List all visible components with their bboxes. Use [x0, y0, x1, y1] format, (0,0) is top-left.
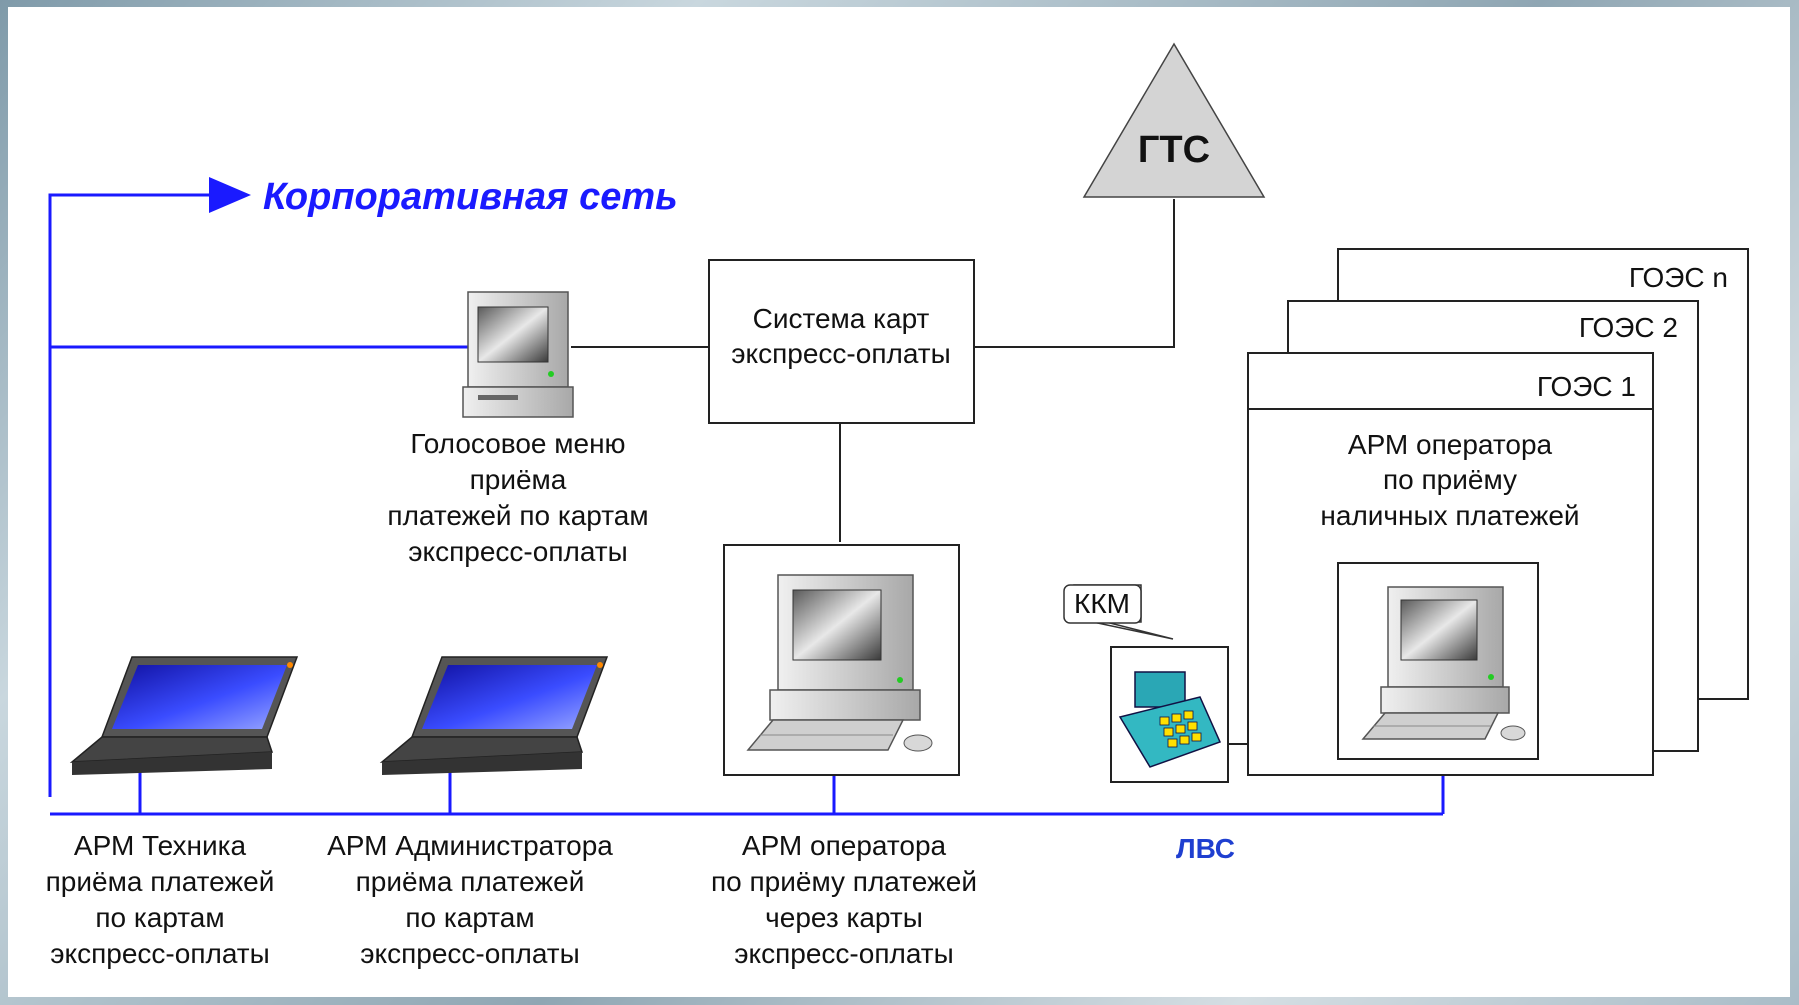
admin-laptop-icon [379, 656, 609, 775]
goes-stack: ГОЭС n ГОЭС 2 ГОЭС 1 АРМ оператора по пр… [1247, 248, 1749, 776]
technician-laptop-icon [69, 656, 299, 775]
gts-node: ГТС [1082, 42, 1266, 198]
admin-line-4: экспресс-оплаты [360, 938, 579, 969]
lan-label: ЛВС [1176, 833, 1235, 864]
card-operator-label: АРМ оператора по приёму платежей через к… [711, 830, 977, 969]
goes-2-label: ГОЭС 2 [1579, 312, 1678, 343]
lan-bus: ЛВС [50, 759, 1445, 864]
admin-line-3: по картам [405, 902, 534, 933]
goes-1-label: ГОЭС 1 [1537, 371, 1636, 402]
corporate-network-lines: Корпоративная сеть [48, 176, 678, 797]
voice-menu-line-2: приёма [470, 464, 567, 495]
voice-menu-label: Голосовое меню приёма платежей по картам… [387, 428, 648, 567]
card-operator-box [723, 544, 960, 776]
kkm-label: ККМ [1074, 588, 1130, 619]
cash-operator-line-1: АРМ оператора [1348, 429, 1553, 460]
technician-line-1: АРМ Техника [74, 830, 247, 861]
kkm-node: ККМ [1063, 584, 1229, 783]
technician-line-4: экспресс-оплаты [50, 938, 269, 969]
admin-label: АРМ Администратора приёма платежей по ка… [327, 830, 613, 969]
desktop-computer-icon [746, 574, 933, 752]
card-operator-line-4: экспресс-оплаты [734, 938, 953, 969]
diagram-canvas: Корпоративная сеть ЛВС ГТС Система карт … [8, 7, 1790, 997]
card-operator-line-3: через карты [765, 902, 923, 933]
card-system-line-2: экспресс-оплаты [731, 338, 950, 369]
cash-operator-line-3: наличных платежей [1320, 500, 1579, 531]
card-operator-line-1: АРМ оператора [742, 830, 947, 861]
goes-n-label: ГОЭС n [1629, 262, 1728, 293]
admin-line-2: приёма платежей [356, 866, 585, 897]
cash-register-icon [1118, 671, 1222, 768]
cash-operator-line-2: по приёму [1383, 464, 1517, 495]
technician-label: АРМ Техника приёма платежей по картам эк… [46, 830, 275, 969]
technician-line-3: по картам [95, 902, 224, 933]
voice-menu-line-1: Голосовое меню [410, 428, 625, 459]
voice-menu-line-4: экспресс-оплаты [408, 536, 627, 567]
gts-label: ГТС [1138, 129, 1210, 171]
card-system-line-1: Система карт [753, 303, 930, 334]
technician-line-2: приёма платежей [46, 866, 275, 897]
card-system-box: Система карт экспресс-оплаты [708, 259, 975, 424]
card-operator-line-2: по приёму платежей [711, 866, 977, 897]
admin-line-1: АРМ Администратора [327, 830, 613, 861]
network-diagram: Корпоративная сеть ЛВС ГТС Система карт … [46, 42, 1749, 969]
corporate-network-title: Корпоративная сеть [263, 176, 678, 218]
desktop-computer-icon [1361, 586, 1526, 741]
voice-menu-server-icon [462, 291, 574, 418]
voice-menu-line-3: платежей по картам [387, 500, 648, 531]
